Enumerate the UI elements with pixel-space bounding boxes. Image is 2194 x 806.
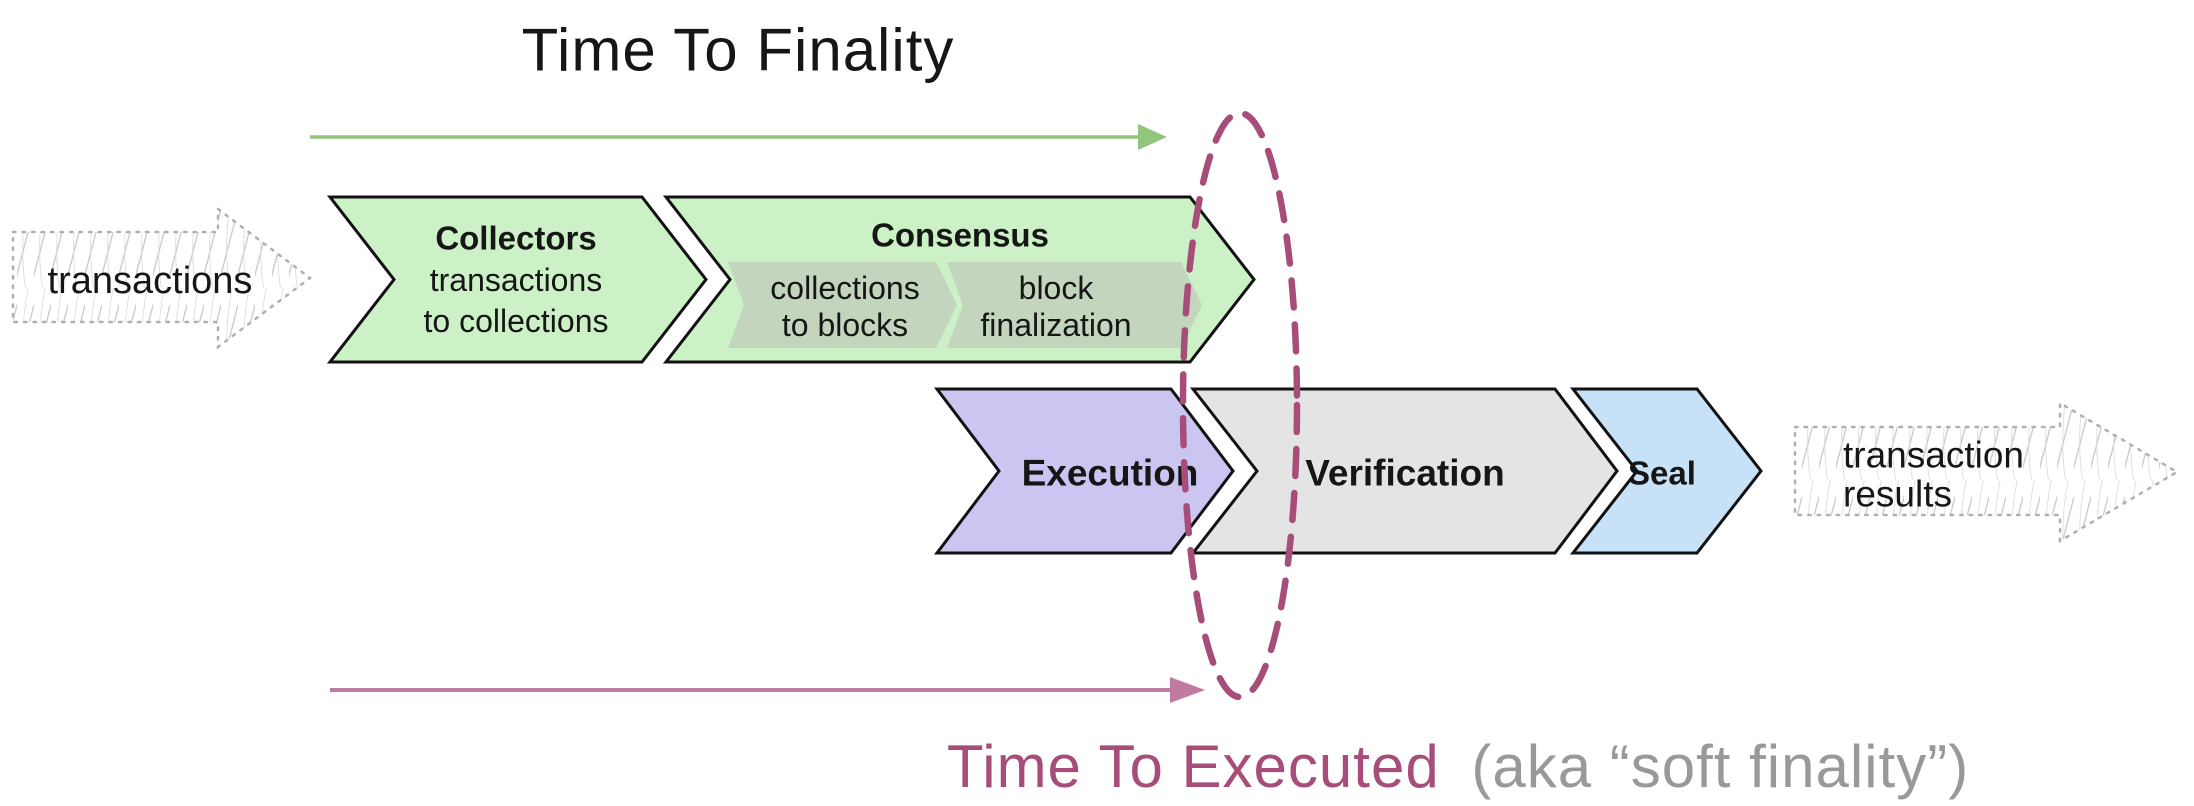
execution-chevron xyxy=(933,387,1235,555)
block-finalization-line1: block xyxy=(1019,270,1095,306)
time-to-executed-title-main: Time To Executed xyxy=(947,733,1440,800)
collectors-title: Collectors xyxy=(435,220,596,257)
transaction-results-line2: results xyxy=(1843,474,1952,515)
soft-finality-boundary-ellipse xyxy=(1179,109,1301,701)
transaction-results-output-arrow xyxy=(1793,400,2180,544)
block-finalization-line2: finalization xyxy=(980,307,1131,343)
seal-chevron xyxy=(1569,387,1763,555)
time-to-finality-title: Time To Finality xyxy=(522,17,955,84)
transactions-input-arrow xyxy=(11,206,313,350)
collectors-chevron xyxy=(326,195,708,364)
seal-label: Seal xyxy=(1628,455,1696,492)
time-to-finality-arrowhead xyxy=(1138,124,1167,150)
collectors-line2: to collections xyxy=(424,303,609,339)
collectors-line1: transactions xyxy=(430,262,603,298)
transaction-results-line1: transaction xyxy=(1843,435,2024,476)
collections-to-blocks-line2: to blocks xyxy=(782,307,908,343)
time-to-executed-title-suffix: (aka “soft finality”) xyxy=(1471,733,1969,800)
block-finalization-subchevron xyxy=(947,262,1202,348)
verification-label: Verification xyxy=(1305,453,1504,494)
collections-to-blocks-line1: collections xyxy=(770,270,919,306)
consensus-title: Consensus xyxy=(871,217,1049,254)
time-to-executed-title: Time To Executed (aka “soft finality”) xyxy=(947,733,1969,800)
execution-label: Execution xyxy=(1022,453,1199,494)
transactions-input-label: transactions xyxy=(48,260,253,302)
collections-to-blocks-subchevron xyxy=(728,262,957,348)
time-to-executed-arrowhead xyxy=(1170,677,1205,703)
